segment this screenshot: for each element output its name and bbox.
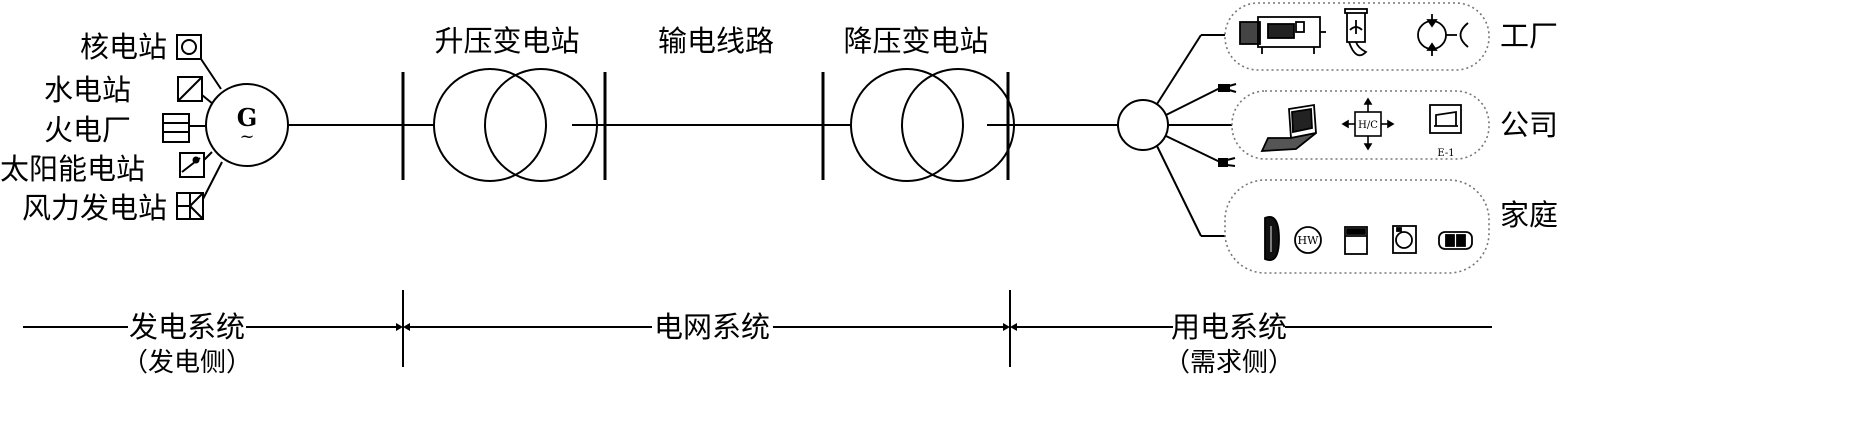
system-boundary-ticks xyxy=(402,290,1011,367)
grid-system-label: 电网系统 xyxy=(654,310,770,344)
hydro-plant-icon xyxy=(177,76,203,102)
company-group-box xyxy=(1231,90,1490,160)
demand-side-label: （需求侧） xyxy=(1164,348,1294,378)
water-heater-icon xyxy=(1294,226,1322,254)
wind-plant-icon xyxy=(176,192,204,220)
dryer-icon xyxy=(1392,225,1417,254)
generator-symbol: G xyxy=(237,103,258,132)
distribution-node xyxy=(1117,99,1169,151)
source-label-solar: 太阳能电站 xyxy=(0,152,145,186)
solar-plant-icon xyxy=(179,152,205,178)
laptop-icon xyxy=(1260,103,1317,152)
generator-wave: ~ xyxy=(239,126,254,147)
source-label-hydro: 水电站 xyxy=(44,73,131,107)
water-heater-label: HW xyxy=(1298,234,1320,247)
company-label: 公司 xyxy=(1500,108,1558,142)
step-down-substation-label: 降压变电站 xyxy=(843,24,988,58)
factory-label: 工厂 xyxy=(1500,19,1558,53)
distribution-branches xyxy=(1156,34,1232,237)
thermal-plant-icon xyxy=(162,113,190,143)
pump-icon xyxy=(1417,14,1469,56)
step-up-substation-label: 升压变电站 xyxy=(434,24,579,58)
step-down-transformer xyxy=(850,68,1015,182)
generation-system-label: 发电系统 xyxy=(129,310,245,344)
home-label: 家庭 xyxy=(1500,198,1558,232)
washing-machine-icon xyxy=(1344,226,1368,255)
source-label-nuclear: 核电站 xyxy=(80,30,167,64)
socket-icon xyxy=(1218,157,1236,167)
step-up-transformer xyxy=(433,68,598,182)
hvac-label: H/C xyxy=(1358,120,1378,131)
source-label-wind: 风力发电站 xyxy=(22,191,167,225)
source-feed-lines xyxy=(189,58,223,200)
home-group-box xyxy=(1224,179,1490,274)
usage-system-label: 用电系统 xyxy=(1171,310,1287,344)
speaker-icon xyxy=(1264,216,1280,261)
source-label-thermal: 火电厂 xyxy=(44,113,131,147)
boundary-arrowheads xyxy=(396,323,1017,331)
transmission-line-label: 输电线路 xyxy=(658,24,774,58)
factory-group-box xyxy=(1224,2,1490,71)
hvac-unit-icon xyxy=(1341,97,1395,151)
industrial-machine-icon xyxy=(1239,16,1326,54)
car-icon xyxy=(1438,231,1473,250)
generation-side-label: （发电侧） xyxy=(122,348,252,378)
copier-label: E-1 xyxy=(1437,148,1454,159)
mixer-machine-icon xyxy=(1344,8,1368,57)
copier-icon xyxy=(1429,104,1462,134)
bus-bars xyxy=(401,72,1010,180)
plug-icon xyxy=(1218,83,1237,93)
nuclear-plant-icon xyxy=(176,34,202,60)
